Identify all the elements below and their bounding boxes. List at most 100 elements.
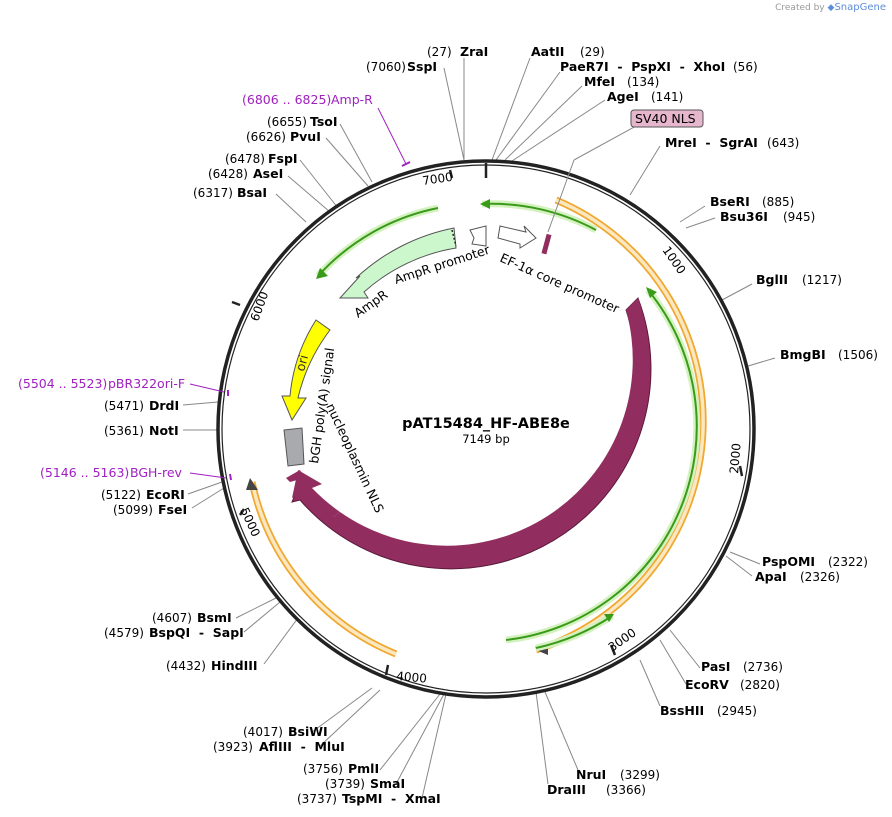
site-pmli-pos: (3756)	[303, 762, 343, 776]
nucleoplasmin-nls-feature	[286, 470, 304, 482]
site-sapi-name: BspQI - SapI	[149, 625, 244, 640]
site-sspi-pos: (7060)	[366, 60, 406, 74]
green-orf-top-head	[480, 199, 490, 209]
site-bglii-pos: (1217)	[802, 273, 842, 287]
ori-label: ori	[292, 353, 311, 373]
site-sgrai-pos: (643)	[767, 136, 799, 150]
site-tsoi-name: TsoI	[310, 114, 338, 129]
snapgene-logo-icon: ◆	[827, 3, 835, 13]
site-draiii-name: DraIII	[547, 782, 586, 797]
site-pvui-pos: (6626)	[246, 130, 286, 144]
site-xmai-pos: (3737)	[297, 792, 337, 806]
ampr-feature	[338, 227, 457, 299]
site-bmgbi-name: BmgBI	[780, 347, 826, 362]
primer-amp-r-name: Amp-R	[331, 92, 373, 107]
site-bsai-pos: (6317)	[193, 186, 233, 200]
sv40-nls-label: SV40 NLS	[635, 111, 696, 126]
site-asei-name: AseI	[253, 166, 283, 181]
site-fsei-pos: (5099)	[113, 503, 153, 517]
tick-4000: 4000	[396, 669, 428, 686]
primer-amp-r-range: (6806 .. 6825)	[242, 92, 331, 107]
green-orf-left-line	[317, 207, 439, 277]
site-fspi-name: FspI	[268, 151, 298, 166]
site-pvui-name: PvuI	[290, 129, 321, 144]
site-bsiwi-pos: (4017)	[243, 725, 283, 739]
primer-ori-range: (5504 .. 5523)	[18, 376, 107, 391]
site-ecorv-name: EcoRV	[685, 677, 729, 692]
brand-name: SnapGene	[834, 2, 886, 13]
cas9-arrow	[292, 470, 340, 522]
green-orf-right-head	[646, 287, 657, 298]
primer-bgh-range: (5146 .. 5163)	[40, 465, 129, 480]
site-asei-pos: (6428)	[208, 167, 248, 181]
cas9-label: Cas9	[563, 582, 597, 609]
site-pasi-pos: (2736)	[743, 660, 783, 674]
primer-pbr322ori-f: (5504 .. 5523) pBR322ori-F	[18, 376, 229, 396]
site-aatii-name: AatII	[531, 44, 564, 59]
tick-6000: 6000	[248, 290, 272, 323]
site-bseri-pos: (885)	[762, 195, 794, 209]
site-nrui-name: NruI	[576, 767, 606, 782]
site-sspi-name: SspI	[407, 59, 437, 74]
site-mfei-name: MfeI	[584, 74, 615, 89]
plasmid-length: 7149 bp	[462, 432, 510, 446]
site-bsu36i-pos: (945)	[783, 210, 815, 224]
green-orf-right-line	[505, 289, 698, 641]
site-smai-name: SmaI	[370, 776, 405, 791]
site-ecori-name: EcoRI	[146, 487, 185, 502]
site-zrai-name: ZraI	[460, 44, 488, 59]
bgh-polya-feature	[283, 427, 305, 467]
created-by-text: Created by	[775, 3, 825, 13]
ef1a-promoter-feature	[497, 225, 537, 249]
nucleoplasmin-label: nucleoplasmin NLS	[323, 401, 387, 515]
site-aatii-pos: (29)	[580, 45, 605, 59]
primer-bgh-name: BGH-rev	[130, 465, 183, 480]
site-xhoi-name: PaeR7I - PspXI - XhoI	[560, 59, 725, 74]
green-orf-left-head	[316, 268, 328, 279]
site-bmgbi-pos: (1506)	[838, 348, 878, 362]
site-ecorv-pos: (2820)	[740, 678, 780, 692]
site-hindiii-name: HindIII	[211, 658, 258, 673]
site-bsmi-pos: (4607)	[152, 611, 192, 625]
snapgene-credit: Created by ◆SnapGene	[775, 2, 886, 13]
site-agei-pos: (141)	[651, 90, 683, 104]
ampr-promoter-feature	[469, 225, 487, 247]
backbone-ticks	[231, 163, 744, 676]
site-fsei-name: FseI	[158, 502, 187, 517]
site-bglii-name: BglII	[756, 272, 788, 287]
site-ecori-pos: (5122)	[101, 488, 141, 502]
site-noti-pos: (5361)	[104, 424, 144, 438]
site-sgrai-name: MreI - SgrAI	[665, 135, 758, 150]
green-orf-bottom-line	[535, 615, 613, 649]
site-hindiii-pos: (4432)	[166, 659, 206, 673]
site-smai-pos: (3739)	[325, 777, 365, 791]
primer-ori-name: pBR322ori-F	[108, 376, 185, 391]
site-agei-name: AgeI	[607, 89, 639, 104]
site-bsshii-name: BssHII	[660, 703, 704, 718]
site-bsshii-pos: (2945)	[717, 704, 757, 718]
site-xmai-name: TspMI - XmaI	[342, 791, 441, 806]
orf-ring-left-core	[250, 481, 397, 656]
tick-2000: 2000	[727, 443, 744, 475]
site-tsoi-pos: (6655)	[267, 115, 307, 129]
site-noti-name: NotI	[149, 423, 179, 438]
site-mlui-pos: (3923)	[213, 740, 253, 754]
site-sapi-pos: (4579)	[104, 626, 144, 640]
site-mlui-name: AflIII - MluI	[259, 739, 345, 754]
tick-3000: 3000	[606, 625, 639, 654]
site-bsiwi-name: BsiWI	[288, 724, 328, 739]
green-orf-top-line	[481, 202, 597, 231]
site-xhoi-pos: (56)	[733, 60, 758, 74]
site-draiii-pos: (3366)	[606, 783, 646, 797]
site-pmli-name: PmlI	[348, 761, 379, 776]
site-bsai-name: BsaI	[237, 185, 267, 200]
site-leader-lines	[182, 57, 776, 799]
site-drdi-pos: (5471)	[104, 399, 144, 413]
green-orf-bottom-head	[604, 614, 614, 622]
site-nrui-pos: (3299)	[620, 768, 660, 782]
ef1a-label: EF-1α core promoter	[498, 250, 623, 316]
backbone-outer	[216, 159, 756, 699]
site-fspi-pos: (6478)	[225, 152, 265, 166]
site-bsmi-name: BsmI	[197, 610, 232, 625]
